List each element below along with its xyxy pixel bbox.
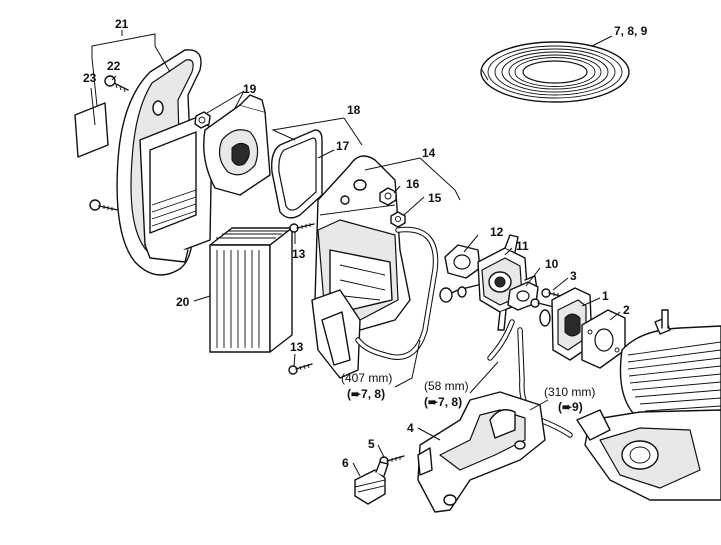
engine-crankcase xyxy=(576,409,721,501)
bracket-4 xyxy=(417,391,546,513)
gasket-17 xyxy=(270,129,323,219)
callout-19: 19 xyxy=(243,82,257,96)
callout-labels: 21 22 23 19 18 17 14 16 15 13 13 20 12 1… xyxy=(83,17,648,470)
callout-11: 11 xyxy=(516,239,529,253)
callout-5: 5 xyxy=(368,437,375,451)
callout-10: 10 xyxy=(545,257,559,271)
callout-16: 16 xyxy=(406,177,420,191)
knob-6 xyxy=(354,461,389,505)
callout-14: 14 xyxy=(422,146,436,160)
callout-2: 2 xyxy=(623,303,630,317)
nut-16 xyxy=(379,187,397,206)
callout-21: 21 xyxy=(115,17,129,31)
gasket-2 xyxy=(581,309,626,369)
hose-note-407-ref: (➨7, 8) xyxy=(347,387,385,401)
label-plate-23 xyxy=(74,102,109,158)
leader-lines xyxy=(90,30,621,477)
hose-notes: (407 mm) (➨7, 8) (58 mm) (➨7, 8) (310 mm… xyxy=(341,371,595,414)
callout-17: 17 xyxy=(336,139,350,153)
hose-note-310-ref: (➨9) xyxy=(558,400,583,414)
baffle-19 xyxy=(203,94,271,196)
callout-7-8-9: 7, 8, 9 xyxy=(614,24,648,38)
hose-407mm xyxy=(355,226,439,360)
gasket-12 xyxy=(444,244,481,279)
air-filter-element xyxy=(209,227,293,353)
engine-cylinder xyxy=(619,309,721,421)
callout-1: 1 xyxy=(602,289,609,303)
hose-note-58-length: (58 mm) xyxy=(424,379,469,393)
screw-left xyxy=(89,199,119,211)
hose-note-407-length: (407 mm) xyxy=(341,371,392,385)
callout-18: 18 xyxy=(347,103,361,117)
callout-13-lower: 13 xyxy=(290,340,304,354)
callout-4: 4 xyxy=(407,421,414,435)
screw-13-upper xyxy=(289,223,315,233)
air-filter-cover xyxy=(116,49,213,276)
screw-13-lower xyxy=(288,363,313,375)
callout-22: 22 xyxy=(107,59,121,73)
callout-15: 15 xyxy=(428,191,442,205)
callout-23: 23 xyxy=(83,71,97,85)
hose-58mm xyxy=(487,319,515,361)
fuel-line-coil xyxy=(480,41,630,103)
nut-15 xyxy=(390,211,406,228)
nut-19 xyxy=(194,111,211,129)
callout-6: 6 xyxy=(342,456,349,470)
screw-22 xyxy=(104,75,129,93)
callout-13-upper: 13 xyxy=(292,247,306,261)
callout-20: 20 xyxy=(176,295,190,309)
hose-note-58-ref: (➨7, 8) xyxy=(424,395,462,409)
callout-12: 12 xyxy=(490,225,504,239)
callout-3: 3 xyxy=(570,269,577,283)
hose-note-310-length: (310 mm) xyxy=(544,385,595,399)
